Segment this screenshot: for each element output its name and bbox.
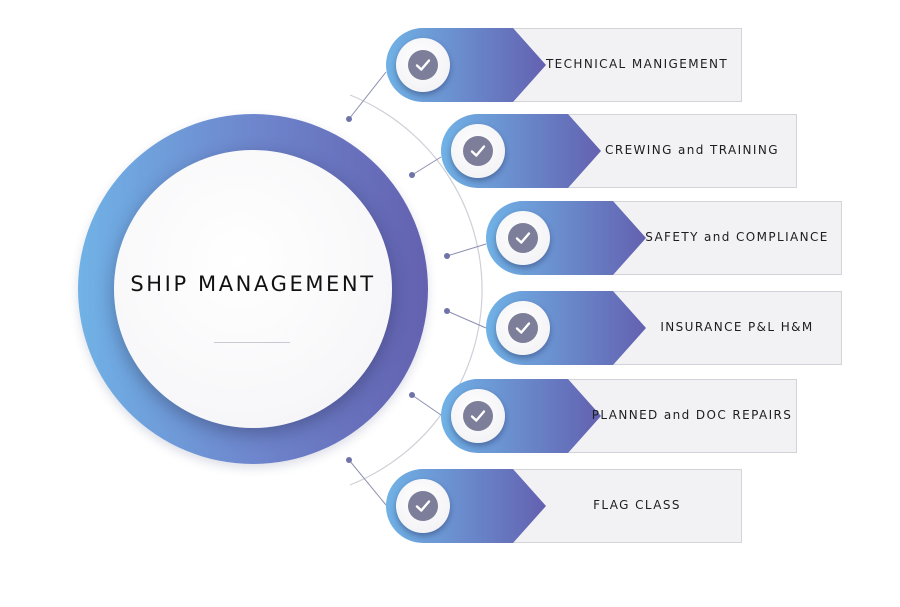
check-disc (396, 38, 450, 92)
branch-line-0 (348, 71, 387, 120)
check-icon (463, 401, 493, 431)
item-label: PLANNED and DOC REPAIRS (591, 408, 793, 422)
check-icon (463, 136, 493, 166)
center-title: SHIP MANAGEMENT (130, 272, 376, 296)
branch-dot-3 (444, 308, 450, 314)
branch-dot-5 (346, 457, 352, 463)
item-crewing-training: CREWING and TRAINING (441, 114, 797, 188)
branch-dot-0 (346, 116, 352, 122)
branch-line-2 (446, 243, 487, 257)
item-technical-management: TECHNICAL MANIGEMENT (386, 28, 742, 102)
check-icon (508, 223, 538, 253)
branch-line-1 (411, 156, 442, 176)
check-icon (408, 491, 438, 521)
check-icon (508, 313, 538, 343)
center-divider (214, 342, 290, 343)
check-disc (396, 479, 450, 533)
branch-dot-4 (409, 392, 415, 398)
branch-dot-1 (409, 172, 415, 178)
branch-dot-2 (444, 253, 450, 259)
branch-line-5 (348, 459, 387, 506)
hub-inner-circle (114, 150, 392, 428)
check-disc (496, 211, 550, 265)
check-disc (496, 301, 550, 355)
item-insurance: INSURANCE P&L H&M (486, 291, 842, 365)
item-label: FLAG CLASS (593, 498, 681, 512)
branch-line-3 (446, 310, 487, 329)
check-disc (451, 389, 505, 443)
item-label: INSURANCE P&L H&M (660, 320, 814, 334)
connector-arc (349, 94, 483, 486)
item-planned-doc-repairs: PLANNED and DOC REPAIRS (441, 379, 797, 453)
branch-line-4 (411, 394, 442, 416)
item-label: CREWING and TRAINING (605, 143, 779, 157)
check-disc (451, 124, 505, 178)
item-label: SAFETY and COMPLIANCE (645, 230, 829, 244)
item-label: TECHNICAL MANIGEMENT (545, 57, 729, 71)
check-icon (408, 50, 438, 80)
item-flag-class: FLAG CLASS (386, 469, 742, 543)
item-safety-compliance: SAFETY and COMPLIANCE (486, 201, 842, 275)
